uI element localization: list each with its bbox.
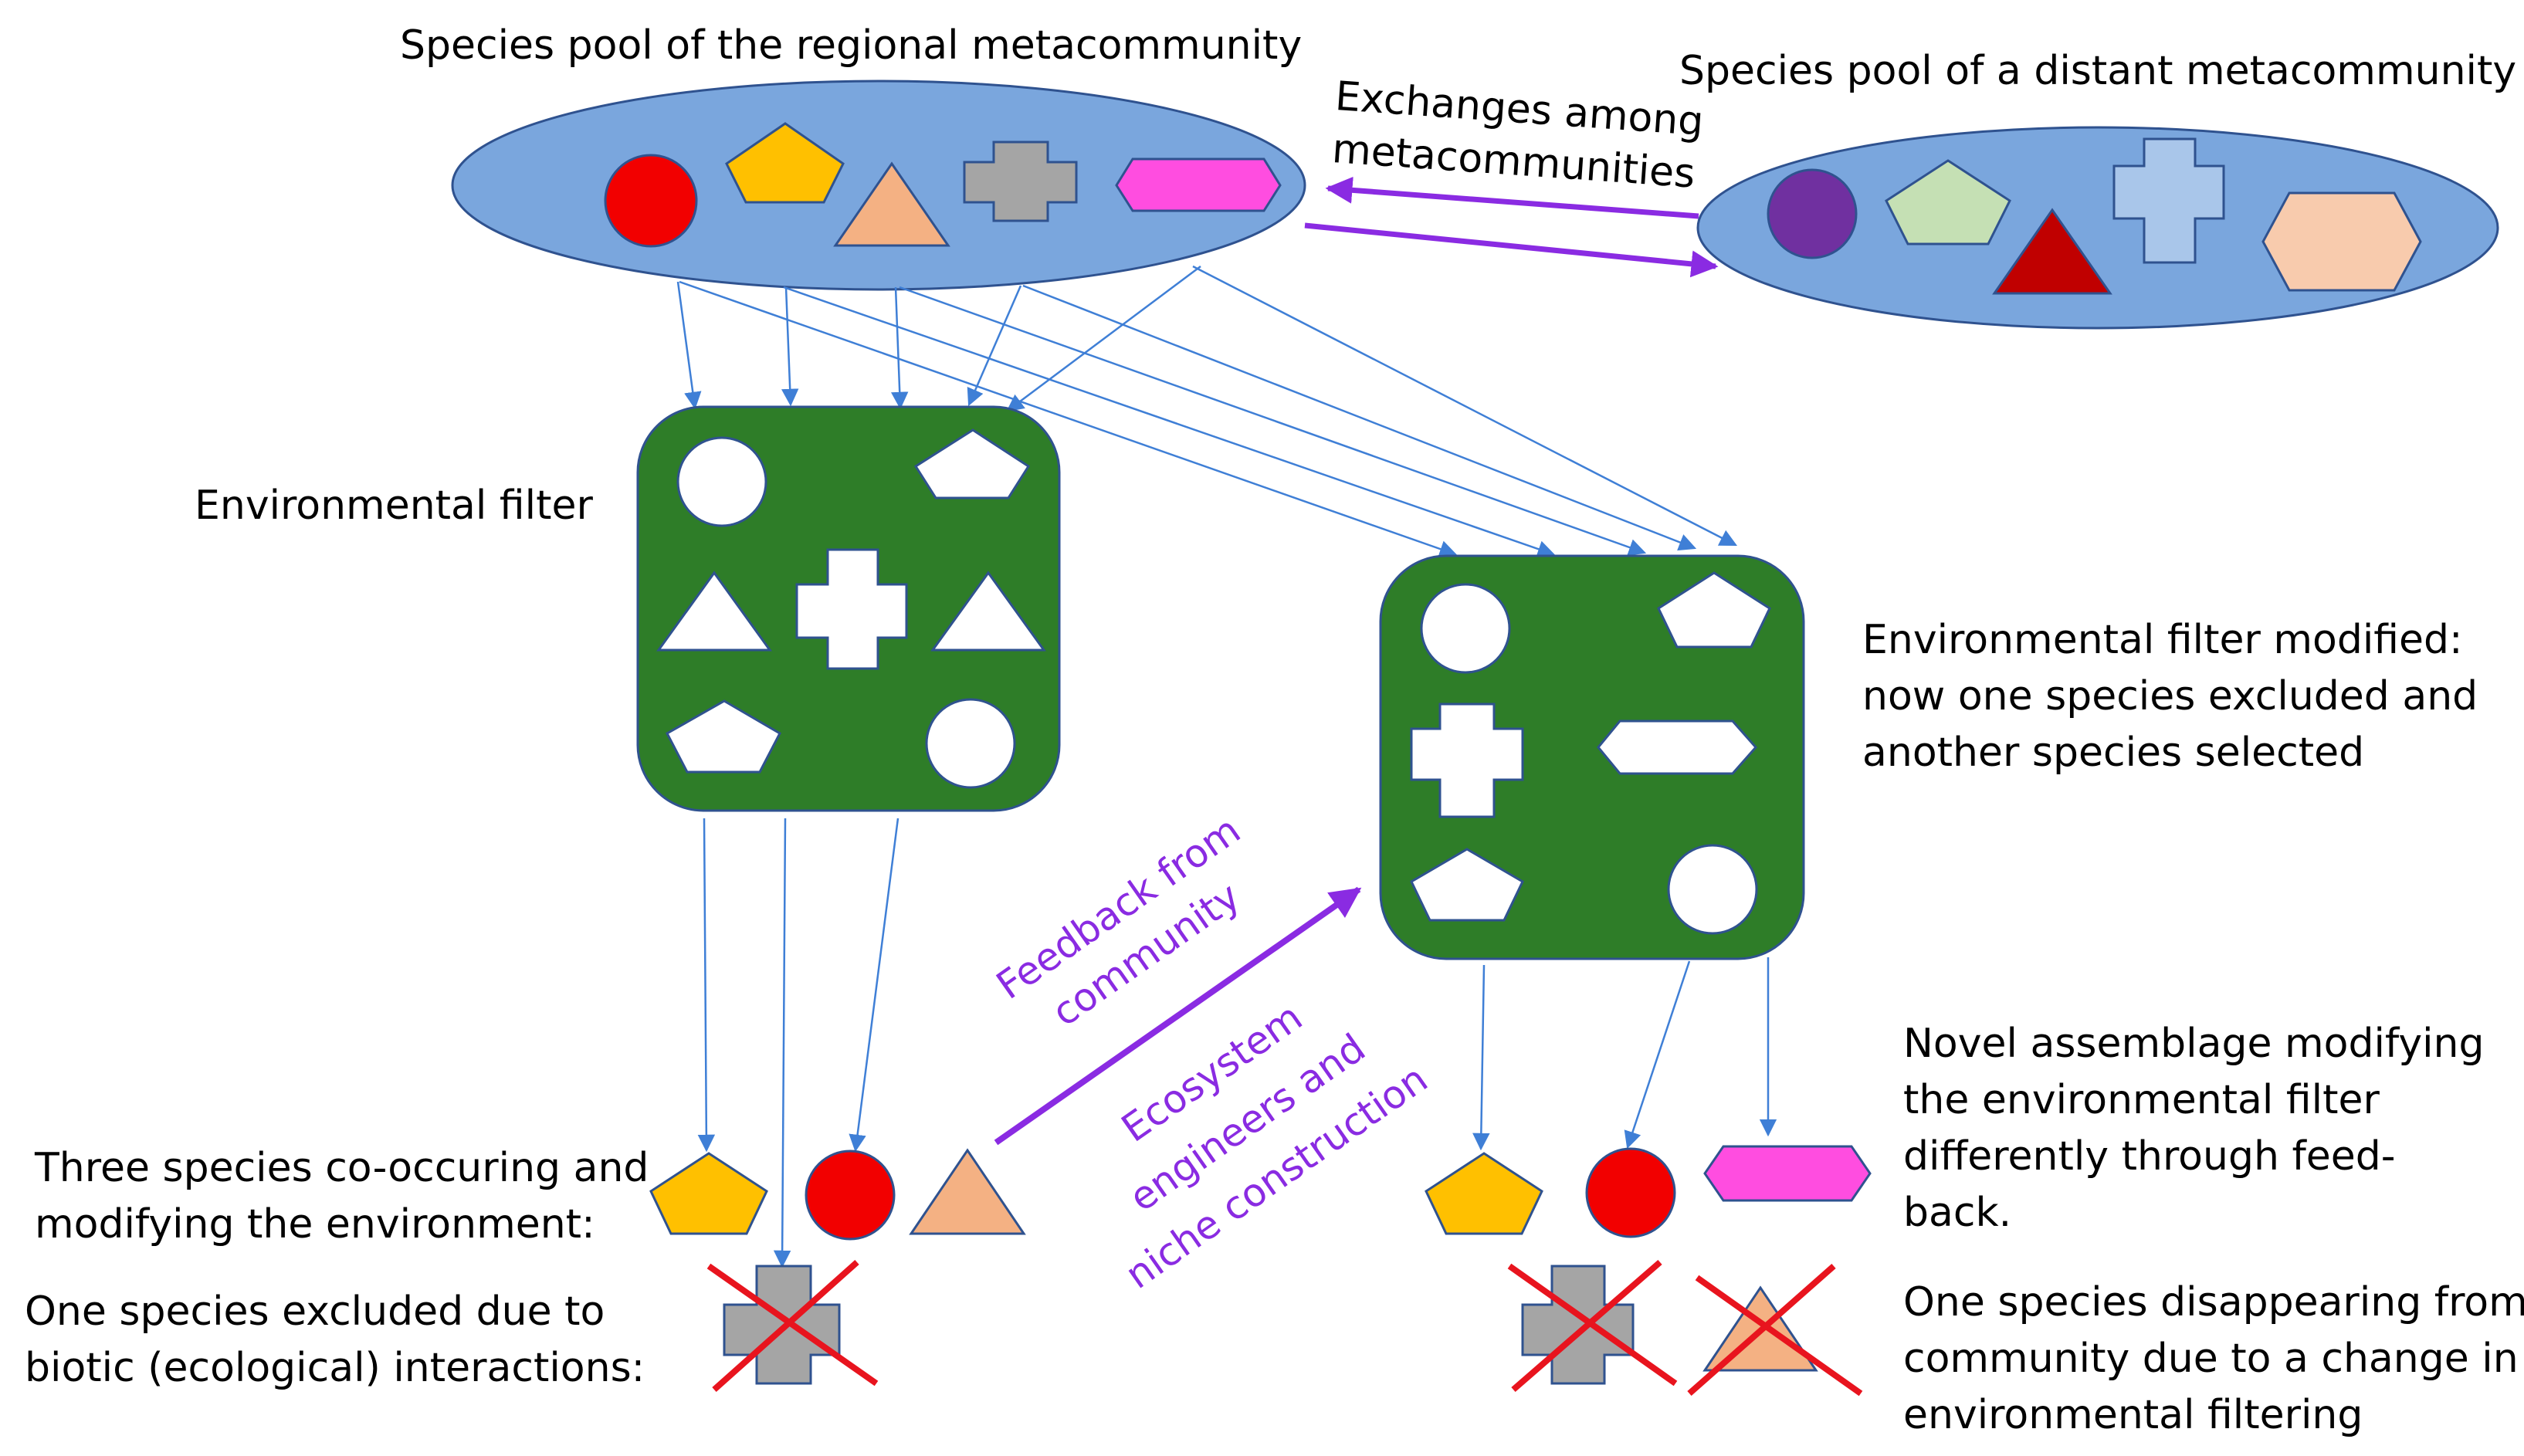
red-x-line: [706, 1263, 879, 1387]
disappearing-label-3: environmental filtering: [1903, 1392, 2363, 1438]
filter-slot-hexagon: [1597, 720, 1758, 775]
modified-filter-label-1: Environmental filter modified:: [1862, 617, 2463, 663]
flow-arrow: [773, 818, 791, 1268]
novel-assemblage-label-2: the environmental filter: [1903, 1077, 2380, 1123]
species-peach-hexagon: [2261, 191, 2422, 292]
filter-slot-circle: [925, 698, 1016, 789]
species-yellow-pentagon: [1425, 1152, 1543, 1235]
red-x-line: [1695, 1275, 1863, 1397]
one-excluded-label-2: biotic (ecological) interactions:: [25, 1345, 645, 1391]
filter-slot-pentagon: [666, 699, 781, 774]
novel-assemblage-label-4: back.: [1903, 1190, 2012, 1236]
regional-pool-label: Species pool of the regional metacommuni…: [400, 22, 1303, 69]
modified-filter-label-2: now one species excluded and: [1862, 673, 2478, 720]
filter-slot-pentagon: [913, 428, 1031, 499]
distant-pool-label: Species pool of a distant metacommunity: [1679, 48, 2517, 94]
modified-filter-label-3: another species selected: [1862, 730, 2365, 776]
novel-assemblage-label-3: differently through feed-: [1903, 1133, 2396, 1180]
filter-slot-pentagon: [1657, 571, 1771, 648]
red-x-line: [712, 1260, 859, 1392]
flow-arrow: [783, 286, 1556, 557]
exchange-arrow-to-regional: [1325, 176, 1699, 219]
species-yellow-pentagon: [649, 1152, 768, 1235]
species-red-circle: [1585, 1147, 1676, 1238]
filter-slot-pentagon: [1410, 848, 1524, 922]
species-darkred-triangle: [1992, 208, 2112, 295]
exchange-arrow-to-distant: [1304, 222, 1719, 278]
flow-arrow: [1472, 964, 1490, 1151]
species-salmon-triangle: [909, 1148, 1026, 1235]
filter-slot-cross: [1410, 703, 1524, 818]
flow-arrow: [967, 285, 1022, 407]
flow-arrow: [1192, 265, 1738, 547]
species-gray-cross: [963, 141, 1078, 222]
one-excluded-label-1: One species excluded due to: [25, 1288, 605, 1335]
filter-slot-circle: [1667, 844, 1758, 935]
feedback-arrow: [994, 886, 1362, 1146]
species-lightgreen-pentagon: [1885, 159, 2011, 245]
species-lightblue-cross: [2112, 137, 2225, 264]
three-species-label-2: modifying the environment:: [35, 1201, 595, 1248]
flow-arrow: [890, 286, 909, 410]
species-red-circle: [604, 154, 698, 248]
species-purple-circle: [1767, 168, 1858, 259]
filter-slot-circle: [676, 436, 767, 527]
disappearing-label-2: community due to a change in: [1903, 1336, 2519, 1382]
flow-arrow: [781, 286, 799, 407]
filter-slot-circle: [1420, 583, 1511, 674]
red-x-line: [1687, 1264, 1836, 1396]
species-salmon-triangle: [833, 161, 950, 247]
disappearing-label-1: One species disappearing from: [1903, 1279, 2524, 1326]
species-red-circle: [805, 1150, 896, 1241]
red-x-line: [1511, 1259, 1662, 1393]
flow-arrow: [697, 818, 716, 1153]
novel-assemblage-label-1: Novel assemblage modifying: [1903, 1021, 2485, 1067]
flow-arrow: [679, 280, 1458, 557]
three-species-label-1: Three species co-occuring and: [35, 1145, 649, 1191]
filter-slot-triangle: [656, 571, 772, 652]
flow-arrow: [1022, 284, 1697, 551]
filter-slot-triangle: [930, 571, 1046, 652]
environmental-filter-label: Environmental filter: [195, 483, 593, 529]
filter-slot-cross: [795, 548, 908, 670]
flow-arrow: [899, 286, 1647, 556]
flow-arrow: [1624, 960, 1691, 1150]
flow-arrow: [676, 281, 702, 410]
flow-arrow: [1006, 265, 1201, 412]
species-magenta-hexagon: [1115, 157, 1282, 212]
flow-arrow: [849, 818, 899, 1153]
species-magenta-hexagon: [1703, 1145, 1872, 1202]
species-yellow-pentagon: [725, 122, 845, 204]
